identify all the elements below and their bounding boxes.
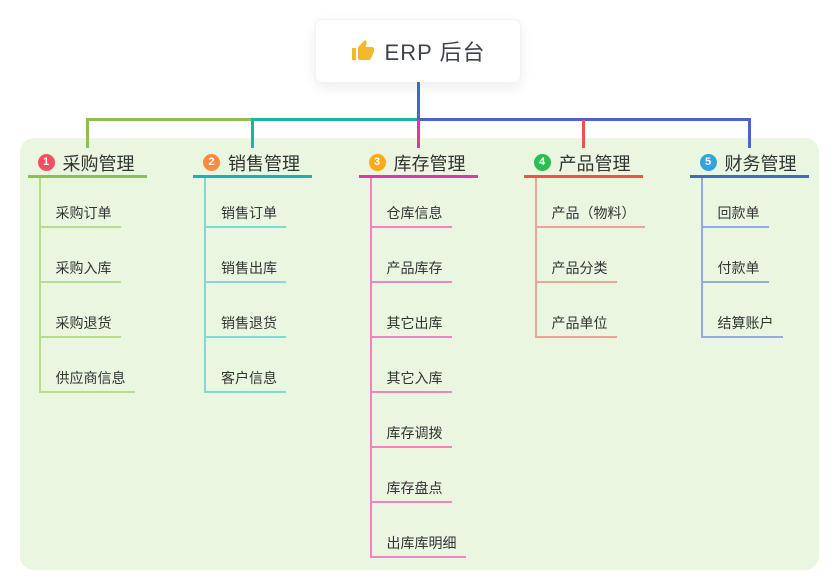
branch-title: 财务管理 <box>724 153 797 174</box>
child-node[interactable]: 付款单 <box>700 255 769 283</box>
branch-title: 库存管理 <box>393 153 466 174</box>
branch-node-1[interactable]: 1 采购管理 <box>27 150 147 178</box>
child-node[interactable]: 销售订单 <box>204 200 286 228</box>
branch-connector <box>747 120 751 148</box>
branch-number-badge: 5 <box>699 154 717 171</box>
branch-title: 产品管理 <box>558 153 631 174</box>
branch-child-connector <box>38 178 41 393</box>
child-node[interactable]: 客户信息 <box>204 365 286 393</box>
child-node[interactable]: 产品分类 <box>534 255 617 283</box>
child-node[interactable]: 其它出库 <box>369 310 452 338</box>
branch-node-3[interactable]: 3 库存管理 <box>358 150 478 178</box>
thumbs-up-icon <box>351 39 375 63</box>
child-node[interactable]: 库存调拨 <box>369 420 452 448</box>
child-node[interactable]: 采购退货 <box>38 310 121 338</box>
child-node[interactable]: 仓库信息 <box>369 200 452 228</box>
child-node[interactable]: 产品库存 <box>369 255 452 283</box>
child-node[interactable]: 结算账户 <box>700 310 783 338</box>
branch-number-badge: 2 <box>203 154 220 171</box>
branches-panel <box>20 138 819 570</box>
branch-connector <box>85 120 89 148</box>
child-node[interactable]: 其它入库 <box>369 365 452 393</box>
child-node[interactable]: 采购订单 <box>38 200 121 228</box>
root-connector <box>416 82 420 119</box>
branch-node-4[interactable]: 4 产品管理 <box>523 150 643 178</box>
child-node[interactable]: 出库库明细 <box>369 530 466 558</box>
child-node[interactable]: 产品（物料） <box>534 200 645 228</box>
child-node[interactable]: 供应商信息 <box>38 365 135 393</box>
child-node[interactable]: 回款单 <box>700 200 769 228</box>
branch-number-badge: 1 <box>37 154 55 171</box>
branch-node-2[interactable]: 2 销售管理 <box>193 150 312 178</box>
child-node[interactable]: 采购入库 <box>38 255 121 283</box>
branch-number-badge: 4 <box>533 154 551 171</box>
root-title: ERP 后台 <box>384 40 486 65</box>
branch-connector <box>251 120 254 148</box>
connector-bus-segment <box>251 118 420 121</box>
branch-title: 销售管理 <box>228 153 300 174</box>
connector-bus-segment <box>85 118 254 121</box>
child-node[interactable]: 销售出库 <box>204 255 286 283</box>
child-node[interactable]: 库存盘点 <box>369 475 452 503</box>
child-node[interactable]: 销售退货 <box>204 310 286 338</box>
child-node[interactable]: 产品单位 <box>534 310 617 338</box>
branch-number-badge: 3 <box>368 154 386 171</box>
branch-child-connector <box>369 178 372 558</box>
connector-bus-segment <box>416 118 751 121</box>
root-node[interactable]: ERP 后台 <box>316 20 520 82</box>
branch-child-connector <box>204 178 206 393</box>
branch-node-5[interactable]: 5 财务管理 <box>689 150 809 178</box>
branch-connector <box>416 120 420 148</box>
branch-title: 采购管理 <box>62 153 135 174</box>
branch-connector <box>581 120 585 148</box>
branch-child-connector <box>534 178 537 338</box>
branch-child-connector <box>700 178 703 338</box>
